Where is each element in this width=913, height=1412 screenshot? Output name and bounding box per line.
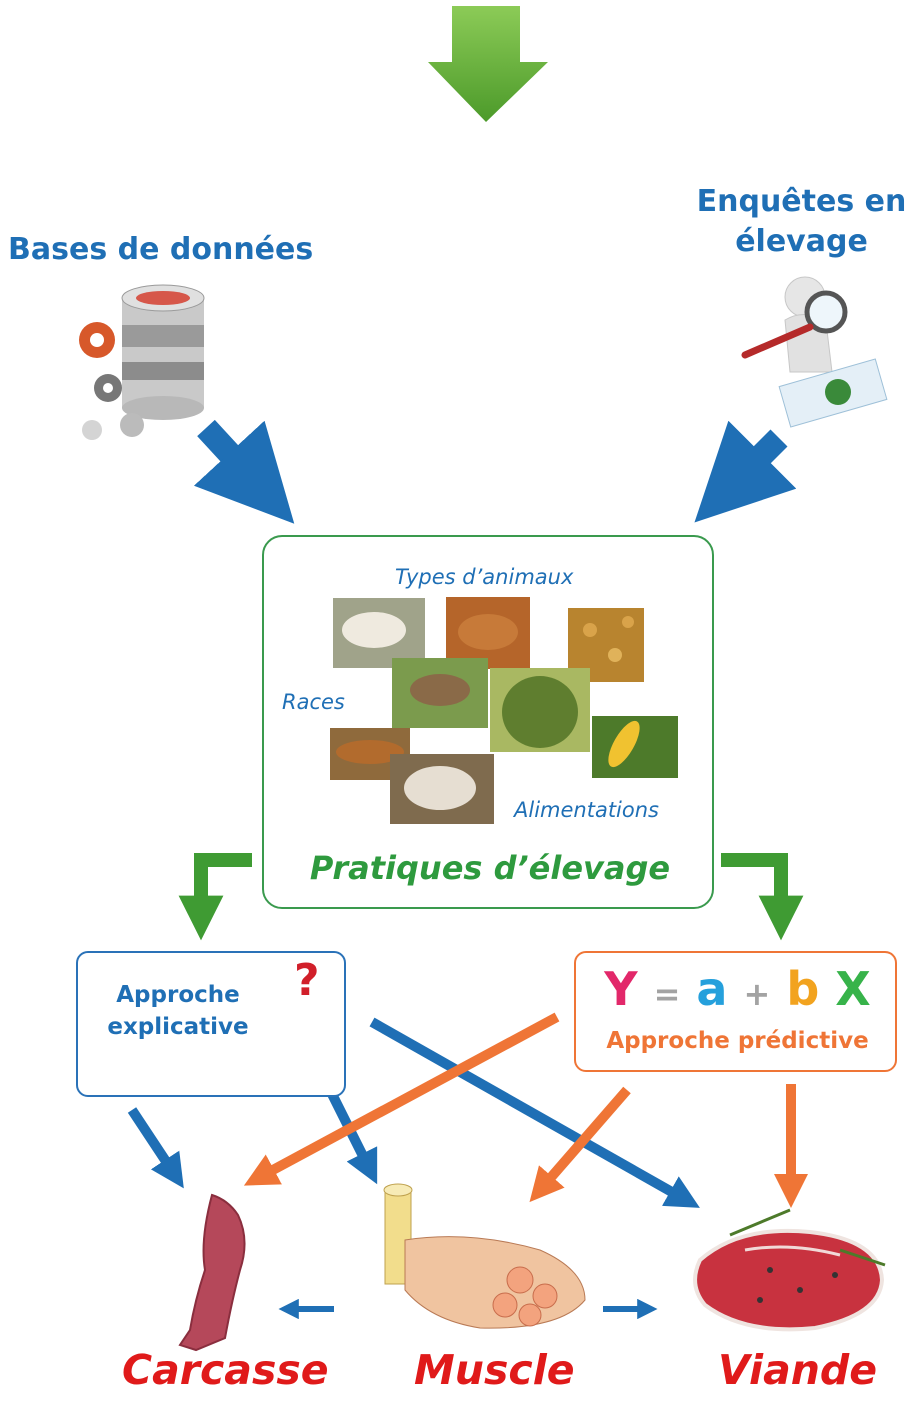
muscle-label: Muscle <box>414 1346 575 1394</box>
magnifier-person-icon <box>741 276 888 428</box>
approche-explicative-line2: explicative <box>107 1014 249 1040</box>
types-animaux-label: Types d’animaux <box>395 565 574 589</box>
arrow-survey-to-center <box>694 420 797 523</box>
photo-collage <box>330 597 678 824</box>
equation: Y = a + b X <box>576 963 899 1020</box>
enquetes-label: Enquêtes en élevage <box>690 182 913 262</box>
arrow-db-to-center <box>193 419 295 524</box>
green-arrow-left <box>178 853 252 941</box>
arrow-pred-to-carcasse <box>243 1012 560 1186</box>
approche-explicative-line1: Approche <box>116 982 240 1008</box>
pratiques-elevage-title: Pratiques d’élevage <box>309 849 671 887</box>
approche-explicative-text: Approche explicative <box>88 979 268 1043</box>
eq-b: b <box>786 962 820 1016</box>
races-label: Races <box>282 690 345 714</box>
carcasse-label: Carcasse <box>122 1346 329 1394</box>
arrow-expl-to-viande <box>369 1017 700 1208</box>
bases-de-donnees-label: Bases de données <box>8 232 314 267</box>
muscle-icon <box>383 1183 586 1329</box>
enquetes-line2: élevage <box>735 224 868 259</box>
pratiques-box: Types d’animaux Races Alimentations Prat… <box>262 535 714 909</box>
question-mark-icon: ? <box>294 955 320 1006</box>
alimentations-label: Alimentations <box>514 798 659 822</box>
viande-icon <box>693 1208 886 1332</box>
arrow-expl-to-carcasse <box>127 1107 184 1189</box>
approche-explicative-box: Approche explicative ? <box>76 951 346 1097</box>
approche-predictive-label: Approche prédictive <box>606 1028 869 1054</box>
top-down-arrow <box>428 6 548 122</box>
eq-equals: = <box>653 975 681 1013</box>
approche-predictive-box: Y = a + b X Approche prédictive <box>574 951 897 1072</box>
eq-x: X <box>835 962 871 1016</box>
database-icon <box>79 284 205 440</box>
green-arrow-right <box>721 853 804 941</box>
arrow-pred-to-muscle <box>529 1086 631 1203</box>
viande-label: Viande <box>718 1346 878 1394</box>
enquetes-line1: Enquêtes en <box>696 184 907 219</box>
eq-y: Y <box>604 962 638 1016</box>
eq-a: a <box>696 962 728 1016</box>
eq-plus: + <box>743 975 771 1013</box>
carcasse-icon <box>178 1193 246 1352</box>
